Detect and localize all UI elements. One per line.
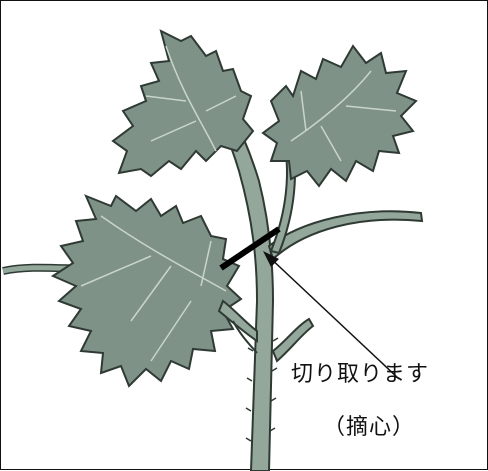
pinching-label: （摘心） — [323, 415, 416, 440]
arrowhead-icon — [263, 251, 279, 267]
upper-right-leaf — [261, 44, 418, 188]
cut-mark — [219, 226, 281, 271]
cut-label: 切り取ります — [291, 362, 430, 387]
pointer-arrow — [266, 254, 400, 380]
left-leaf — [50, 194, 243, 388]
top-leaf — [111, 29, 255, 178]
side-branch — [267, 210, 424, 261]
lower-bud — [271, 317, 315, 363]
